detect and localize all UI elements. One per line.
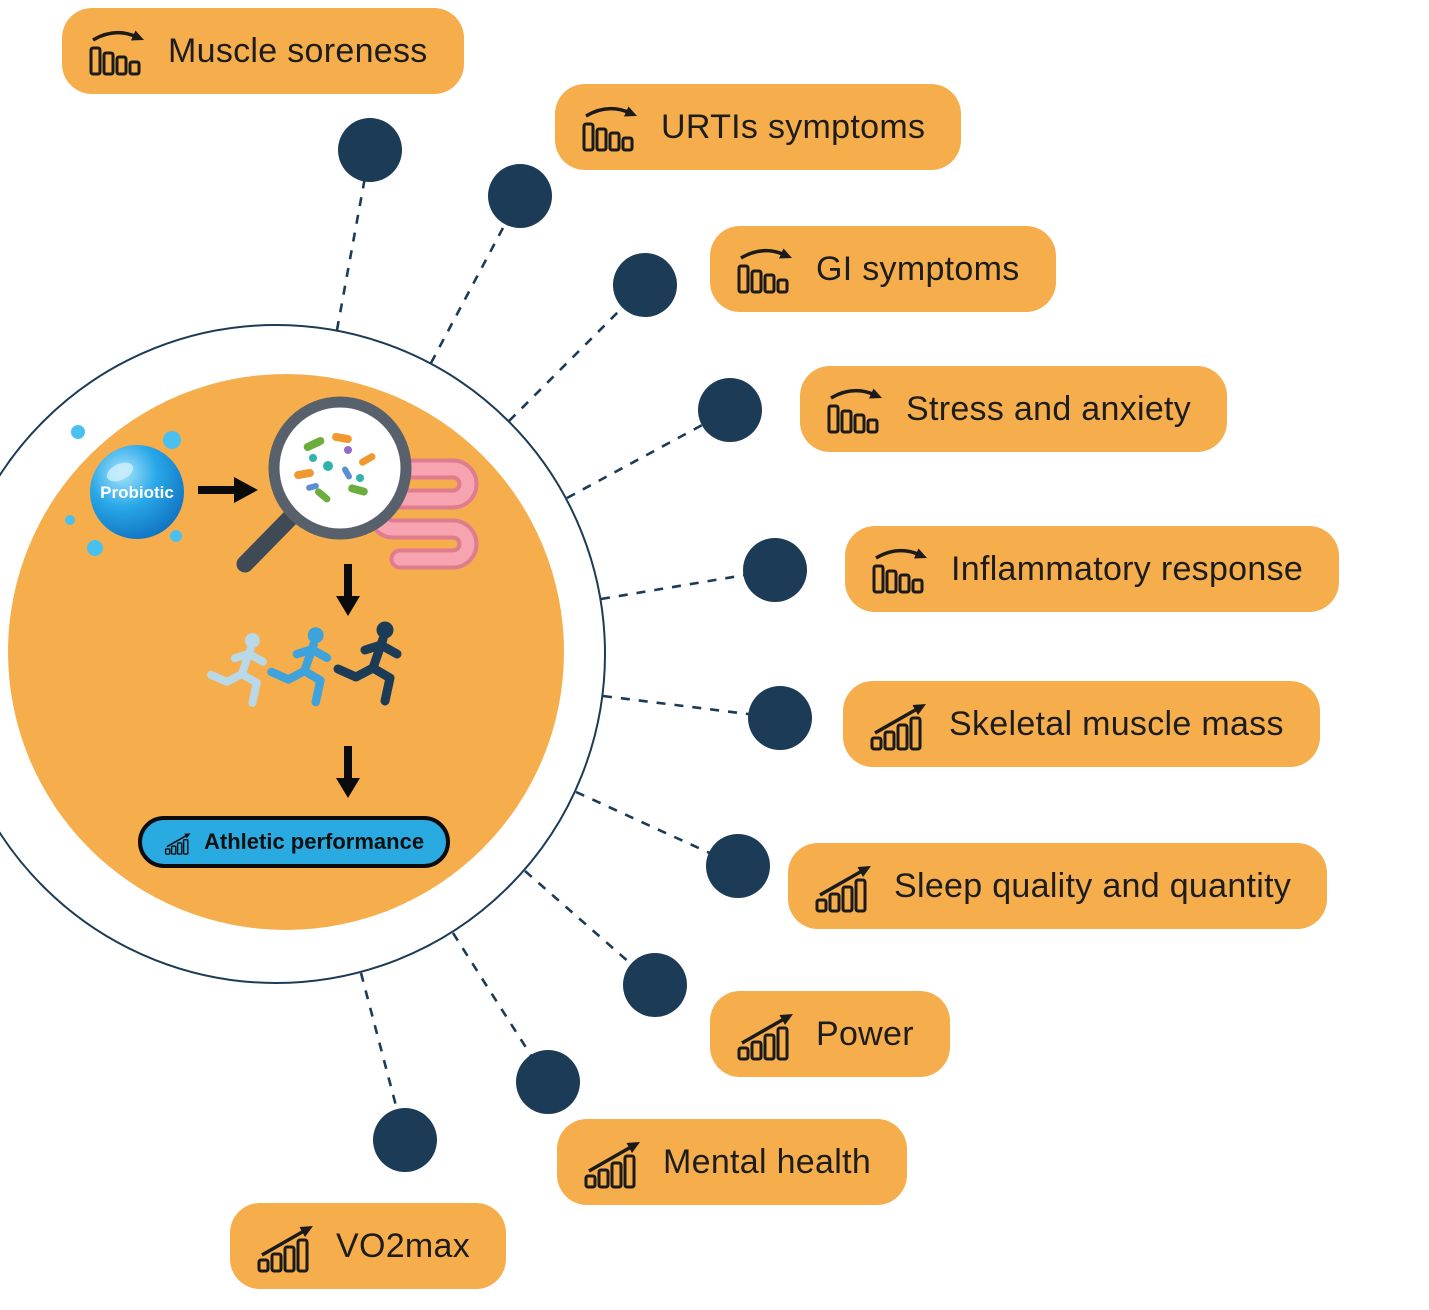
outcome-label: Inflammatory response <box>951 549 1304 588</box>
outcome-label: Mental health <box>663 1142 872 1181</box>
center-artwork: Probiotic <box>65 396 479 798</box>
arrow-down-icon <box>336 564 360 616</box>
connector-dot <box>698 378 762 442</box>
decreasing-bar-chart-icon <box>826 382 890 436</box>
outcome-pill-urtis-symptoms: URTIs symptoms <box>555 84 962 170</box>
microbes <box>294 432 376 503</box>
connector-dot <box>373 1108 437 1172</box>
increasing-bar-chart-icon <box>736 1007 800 1061</box>
connector-dot <box>613 253 677 317</box>
outcome-label: GI symptoms <box>816 249 1020 288</box>
increasing-bar-chart-icon <box>869 697 933 751</box>
connector-dot <box>748 686 812 750</box>
outcome-pill-muscle-soreness: Muscle soreness <box>62 8 464 94</box>
outcome-pill-mental-health: Mental health <box>557 1119 908 1205</box>
connector-dot <box>743 538 807 602</box>
arrow-right-icon <box>198 477 258 503</box>
connector-dot <box>338 118 402 182</box>
outcome-pill-vo2max: VO2max <box>230 1203 507 1289</box>
outcome-label: URTIs symptoms <box>661 107 926 146</box>
badge-label: Athletic performance <box>204 829 425 854</box>
decreasing-bar-chart-icon <box>581 100 645 154</box>
outcome-label: Skeletal muscle mass <box>949 704 1284 743</box>
outcome-pill-stress-anxiety: Stress and anxiety <box>800 366 1228 452</box>
runners-illustration <box>211 622 397 704</box>
magnifier-handle <box>236 508 300 573</box>
connector-dot <box>623 953 687 1017</box>
connector-dot <box>706 834 770 898</box>
outcome-pill-sleep-quality: Sleep quality and quantity <box>788 843 1328 929</box>
outcome-label: Stress and anxiety <box>906 389 1192 428</box>
runner-light <box>211 633 263 703</box>
outcome-label: VO2max <box>336 1226 471 1265</box>
decreasing-bar-chart-icon <box>736 242 800 296</box>
athletic-performance-badge: Athletic performance <box>138 816 451 868</box>
increasing-bar-chart-icon <box>256 1219 320 1273</box>
increasing-bar-chart-icon <box>814 859 878 913</box>
probiotic-sphere: Probiotic <box>65 425 184 556</box>
decreasing-bar-chart-icon <box>871 542 935 596</box>
outcome-label: Sleep quality and quantity <box>894 866 1292 905</box>
outcome-label: Power <box>816 1014 914 1053</box>
decreasing-bar-chart-icon <box>88 24 152 78</box>
outcome-pill-gi-symptoms: GI symptoms <box>710 226 1056 312</box>
runner-mid <box>272 627 327 702</box>
increasing-bar-chart-icon <box>583 1135 647 1189</box>
outcome-pill-inflammatory-response: Inflammatory response <box>845 526 1340 612</box>
probiotic-label: Probiotic <box>100 483 174 502</box>
outcome-pill-skeletal-muscle-mass: Skeletal muscle mass <box>843 681 1320 767</box>
connector-dot <box>516 1050 580 1114</box>
connector-dot <box>488 164 552 228</box>
arrow-down-icon <box>336 746 360 798</box>
outcome-pill-power: Power <box>710 991 950 1077</box>
magnifier-microbes <box>236 396 412 573</box>
outcome-label: Muscle soreness <box>168 31 428 70</box>
increasing-bar-chart-icon <box>164 830 194 855</box>
runner-dark <box>338 622 397 702</box>
